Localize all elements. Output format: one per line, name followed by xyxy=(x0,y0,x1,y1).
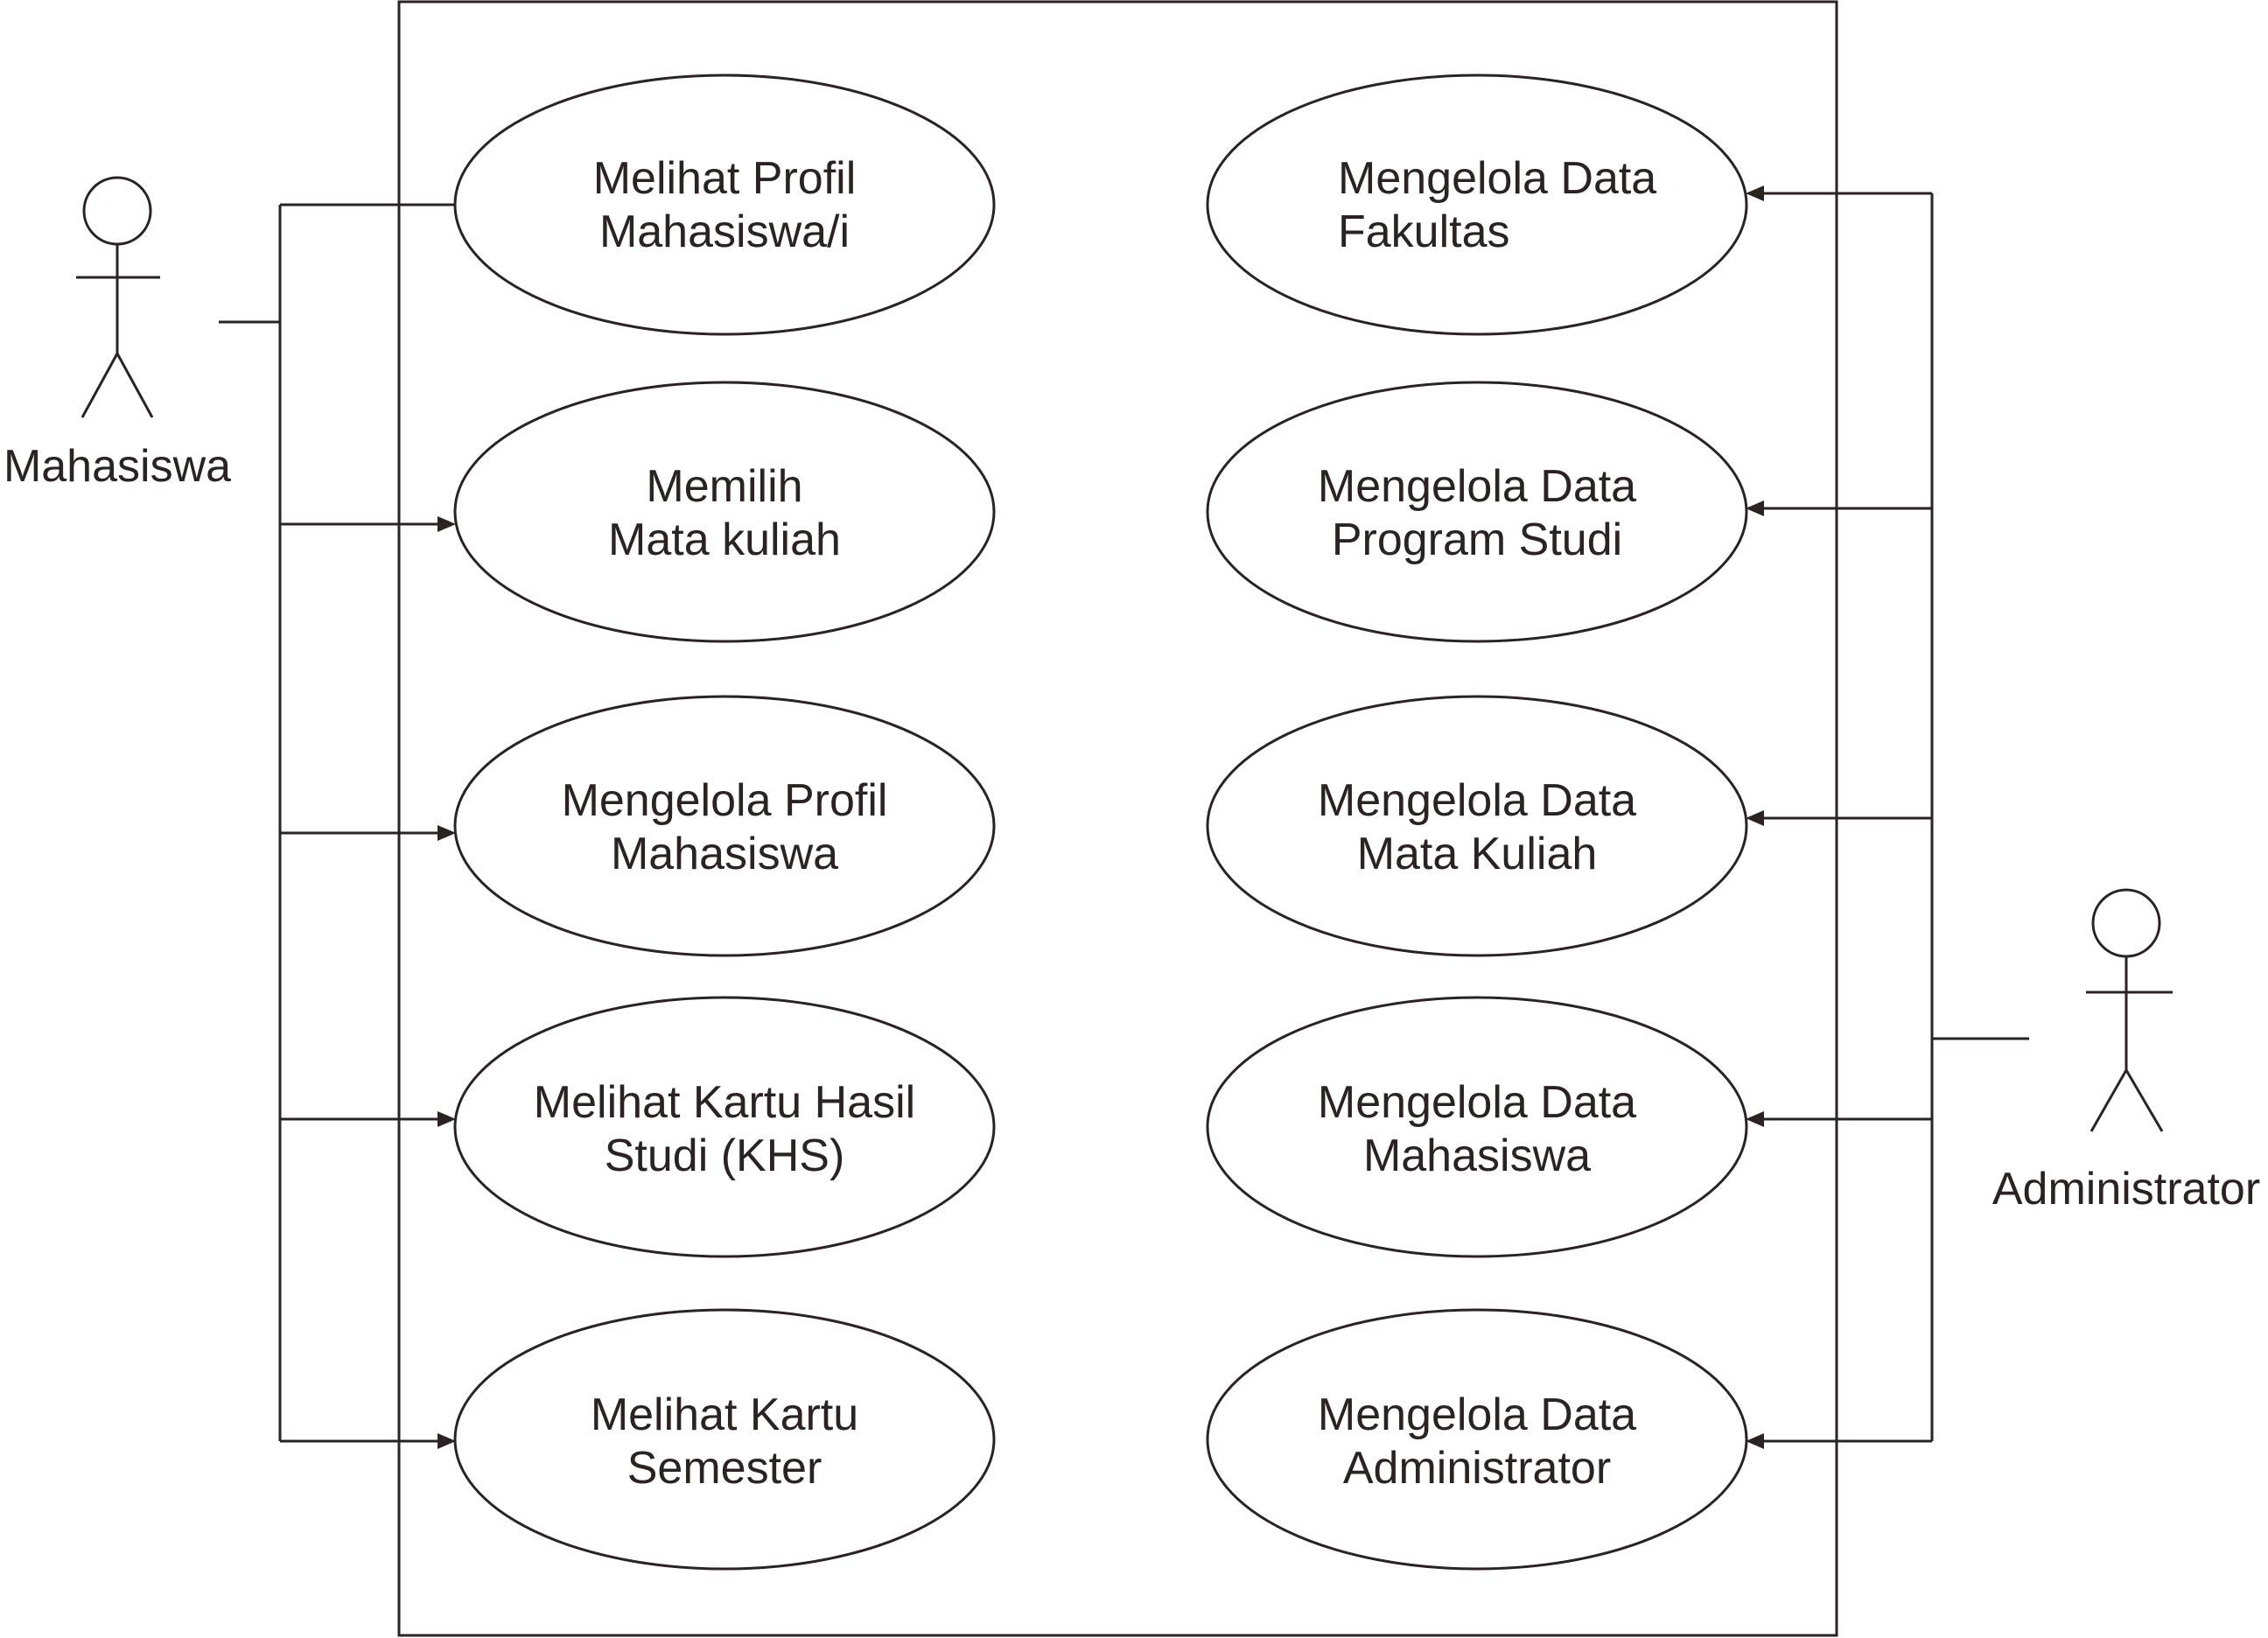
arrowhead xyxy=(438,1111,456,1127)
use-case-mengelola-data-administrator: Mengelola Data Administrator xyxy=(1206,1308,1748,1571)
use-case-label-line1: Mengelola Data xyxy=(1318,775,1636,826)
use-case-label-line2: Mata kuliah xyxy=(608,514,841,565)
actor-left-leg xyxy=(80,353,119,418)
actor-head xyxy=(82,176,152,246)
use-case-melihat-khs: Melihat Kartu Hasil Studi (KHS) xyxy=(453,996,996,1258)
arrowhead xyxy=(438,825,456,841)
actor-administrator: Administrator xyxy=(1992,888,2260,1214)
arrowhead xyxy=(438,1433,456,1449)
use-case-label-line1: Mengelola Data xyxy=(1318,1077,1636,1128)
use-case-label-line2: Studi (KHS) xyxy=(605,1130,845,1181)
use-case-label-line1: Melihat Profil xyxy=(593,153,857,204)
use-case-melihat-profil: Melihat Profil Mahasiswa/i xyxy=(453,74,996,336)
use-case-ellipse xyxy=(1206,996,1748,1258)
use-case-ellipse xyxy=(453,996,996,1258)
arrowhead xyxy=(438,516,456,532)
use-case-label-line2: Program Studi xyxy=(1332,514,1622,565)
use-case-mengelola-profil: Mengelola Profil Mahasiswa xyxy=(453,695,996,957)
use-case-ellipse xyxy=(453,1308,996,1571)
actor-label-mahasiswa: Mahasiswa xyxy=(4,441,231,492)
use-case-ellipse xyxy=(453,74,996,336)
use-case-label-line1: Mengelola Data xyxy=(1318,461,1636,512)
use-case-label-line2: Mahasiswa xyxy=(1363,1130,1591,1181)
use-case-label-line1: Mengelola Data xyxy=(1338,153,1656,204)
use-case-mengelola-data-fakultas: Mengelola Data Fakultas xyxy=(1206,74,1748,336)
right-connectors xyxy=(1746,186,2029,1449)
actor-right-leg xyxy=(2124,1069,2164,1132)
arrowhead xyxy=(1746,500,1764,516)
arrowhead xyxy=(1746,1433,1764,1449)
arrowhead xyxy=(1746,1111,1764,1127)
use-case-melihat-kartu-semester: Melihat Kartu Semester xyxy=(453,1308,996,1571)
actor-mahasiswa: Mahasiswa xyxy=(4,176,231,492)
use-case-label-line1: Mengelola Data xyxy=(1318,1390,1636,1440)
use-case-label-line1: Memilih xyxy=(646,461,802,512)
use-case-mengelola-data-program-studi: Mengelola Data Program Studi xyxy=(1206,381,1748,643)
use-case-mengelola-data-mahasiswa: Mengelola Data Mahasiswa xyxy=(1206,996,1748,1258)
use-case-ellipse xyxy=(1206,1308,1748,1571)
use-case-label-line2: Mahasiswa/i xyxy=(599,206,850,257)
use-case-label-line1: Mengelola Profil xyxy=(562,775,888,826)
use-case-label-line2: Mahasiswa xyxy=(611,829,838,879)
use-case-label-line1: Melihat Kartu Hasil xyxy=(534,1077,915,1128)
actor-head xyxy=(2091,888,2161,958)
use-case-ellipse xyxy=(1206,381,1748,643)
use-case-label-line2: Mata Kuliah xyxy=(1357,829,1598,879)
actor-right-leg xyxy=(116,353,154,418)
use-case-ellipse xyxy=(1206,695,1748,957)
use-case-mengelola-data-mata-kuliah: Mengelola Data Mata Kuliah xyxy=(1206,695,1748,957)
use-case-label-line2: Administrator xyxy=(1343,1443,1611,1494)
use-case-label-line2: Fakultas xyxy=(1338,206,1510,257)
actor-label-administrator: Administrator xyxy=(1992,1164,2260,1214)
use-case-ellipse xyxy=(453,695,996,957)
arrowhead xyxy=(1746,810,1764,826)
use-case-ellipse xyxy=(1206,74,1748,336)
use-case-memilih-mata-kuliah: Memilih Mata kuliah xyxy=(453,381,996,643)
arrowhead xyxy=(1746,186,1764,201)
use-case-label-line2: Semester xyxy=(627,1443,822,1494)
left-connectors xyxy=(219,203,456,1449)
use-case-ellipse xyxy=(453,381,996,643)
use-case-label-line1: Melihat Kartu xyxy=(591,1390,858,1440)
actor-left-leg xyxy=(2090,1069,2128,1132)
